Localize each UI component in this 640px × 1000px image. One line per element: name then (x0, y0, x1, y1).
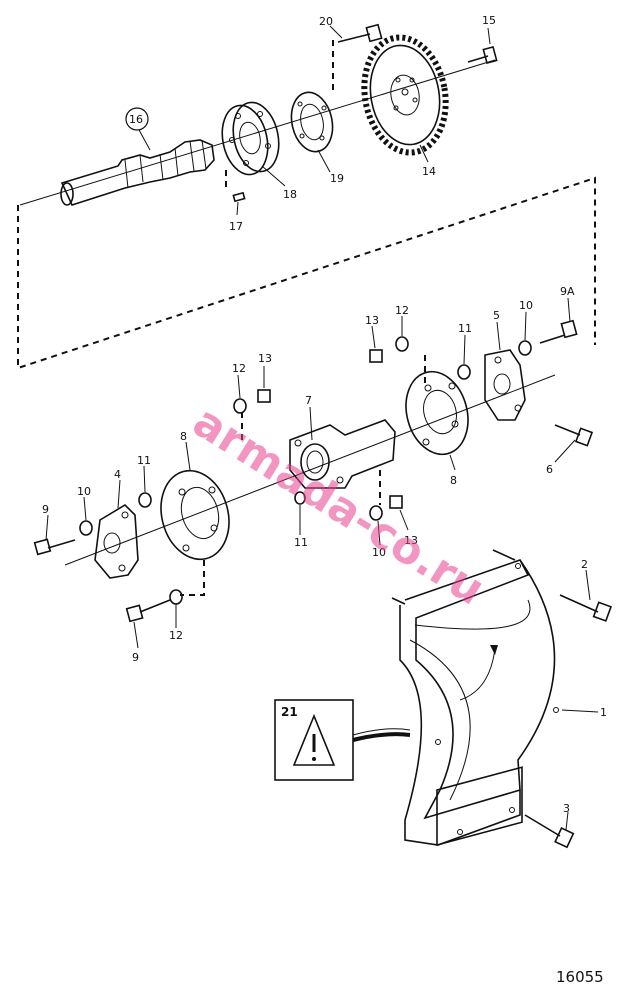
callout-10-left: 10 (77, 485, 91, 498)
callout-10-upper: 10 (519, 299, 533, 312)
callout-20: 20 (319, 15, 333, 28)
callout-3: 3 (563, 802, 570, 815)
washer-part-11-mid (294, 491, 306, 505)
callout-10-mid: 10 (372, 546, 386, 559)
washer-part-10-left (79, 520, 93, 536)
bolt-part-15 (467, 45, 498, 65)
callout-15: 15 (482, 14, 496, 27)
callout-21: 21 (281, 705, 298, 719)
callout-19: 19 (330, 172, 344, 185)
callout-17: 17 (229, 220, 243, 233)
guard-cover-part-1 (391, 549, 559, 847)
washer-part-10-upper (518, 340, 532, 356)
washer-part-11-upper (457, 364, 471, 380)
flange-part-18 (221, 101, 280, 176)
callout-1: 1 (600, 706, 607, 719)
callout-18: 18 (283, 188, 297, 201)
callout-8-right: 8 (450, 474, 457, 487)
callout-4: 4 (114, 468, 121, 481)
leader-lines (45, 25, 599, 831)
callout-13-upper: 13 (365, 314, 379, 327)
bolt-part-6 (554, 424, 594, 447)
callout-5: 5 (493, 309, 500, 322)
flange-part-8-left (160, 469, 230, 561)
assembly-link-dashed (17, 176, 596, 370)
callout-6: 6 (546, 463, 553, 476)
nut-part-13-lower (389, 495, 403, 509)
callout-8-left: 8 (180, 430, 187, 443)
bolt-part-20 (337, 23, 383, 43)
bracket-part-5 (484, 349, 526, 421)
warning-box-21 (274, 699, 411, 781)
callout-12-upper: 12 (395, 304, 409, 317)
callout-12-mid: 12 (232, 362, 246, 375)
callout-16: 16 (129, 113, 143, 126)
bolt-part-2 (559, 594, 612, 622)
washer-part-12-mid (233, 398, 247, 414)
callout-13-mid: 13 (258, 352, 272, 365)
flange-part-8-right (405, 370, 469, 456)
callout-7: 7 (305, 394, 312, 407)
plate-part-19 (290, 91, 334, 153)
callout-11-upper: 11 (458, 322, 472, 335)
callout-11-mid: 11 (294, 536, 308, 549)
callout-14: 14 (422, 165, 436, 178)
bolt-part-9A (539, 319, 578, 344)
key-part-17 (232, 191, 246, 203)
gear-part-14 (361, 34, 449, 156)
callout-13-lower: 13 (404, 534, 418, 547)
shaft-part-16 (60, 139, 215, 206)
callout-12-lower: 12 (169, 629, 183, 642)
bolt-part-3 (524, 814, 575, 849)
nut-part-13-mid (257, 389, 271, 403)
watermark-text: armada-co.ru (184, 396, 493, 615)
bolt-part-9-left (33, 538, 76, 556)
washer-part-10-mid (369, 505, 383, 521)
bolt-part-9-lower (125, 599, 171, 623)
callout-9A: 9A (560, 285, 575, 298)
washer-part-11-left (138, 492, 152, 508)
bearing-assembly (33, 319, 594, 623)
callout-9-lower: 9 (132, 651, 139, 664)
washer-part-12-upper (395, 336, 409, 352)
callout-11-left: 11 (137, 454, 151, 467)
housing-part-7 (289, 419, 396, 489)
callout-9-left: 9 (42, 503, 49, 516)
nut-part-13-upper (369, 349, 383, 363)
bracket-part-4 (94, 503, 139, 579)
callout-16-circle (125, 107, 149, 131)
drawing-number: 16055 (556, 968, 604, 986)
washer-part-12-lower (169, 589, 183, 605)
callout-2: 2 (581, 558, 588, 571)
callout-labels: 20 15 16 18 19 14 17 13 12 11 5 10 9A 12… (42, 14, 607, 815)
